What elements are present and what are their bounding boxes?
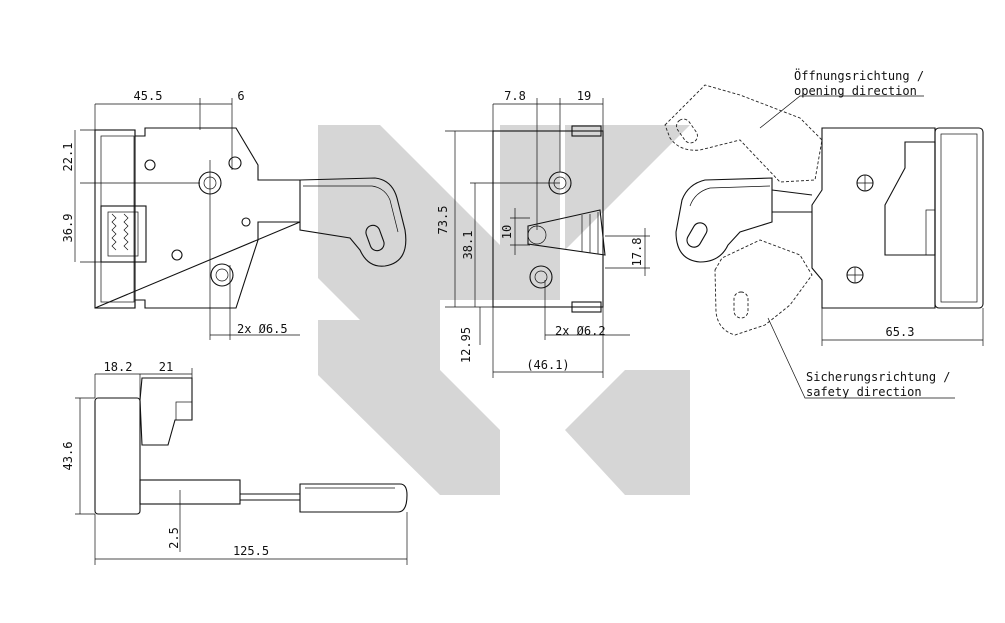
view-right: Öffnungsrichtung / opening direction Sic… (664, 67, 984, 399)
dim-19: 19 (577, 89, 591, 103)
dim-2-5: 2.5 (167, 527, 181, 549)
opening-label-en: opening direction (794, 84, 917, 98)
dim-hole-6-5: 2x Ø6.5 (237, 322, 288, 336)
dim-43-6: 43.6 (61, 442, 75, 471)
opening-label-de: Öffnungsrichtung / (794, 67, 924, 83)
dim-hole-6-2: 2x Ø6.2 (555, 324, 606, 338)
view-front-mid: 7.8 19 73.5 38.1 10 17.8 12.95 2x Ø6.2 (… (436, 89, 650, 378)
dim-18-2: 18.2 (104, 360, 133, 374)
dim-45-5: 45.5 (134, 89, 163, 103)
view-front-left: 45.5 6 22.1 36.9 2x Ø6.5 (61, 89, 407, 340)
dim-22-1: 22.1 (61, 143, 75, 172)
dim-6: 6 (237, 89, 244, 103)
dim-36-9: 36.9 (61, 214, 75, 243)
dim-12-95: 12.95 (459, 327, 473, 363)
dim-21: 21 (159, 360, 173, 374)
dim-17-8: 17.8 (630, 238, 644, 267)
watermark-logo (318, 125, 690, 495)
dim-46-1: (46.1) (526, 358, 569, 372)
safety-label-de: Sicherungsrichtung / (806, 370, 951, 384)
dim-7-8: 7.8 (504, 89, 526, 103)
dim-10: 10 (500, 225, 514, 239)
dim-65-3: 65.3 (886, 325, 915, 339)
dim-125-5: 125.5 (233, 544, 269, 558)
dim-38-1: 38.1 (461, 231, 475, 260)
safety-label-en: safety direction (806, 385, 922, 399)
dim-73-5: 73.5 (436, 206, 450, 235)
view-side-bottom: 18.2 21 43.6 2.5 125.5 (61, 360, 408, 565)
